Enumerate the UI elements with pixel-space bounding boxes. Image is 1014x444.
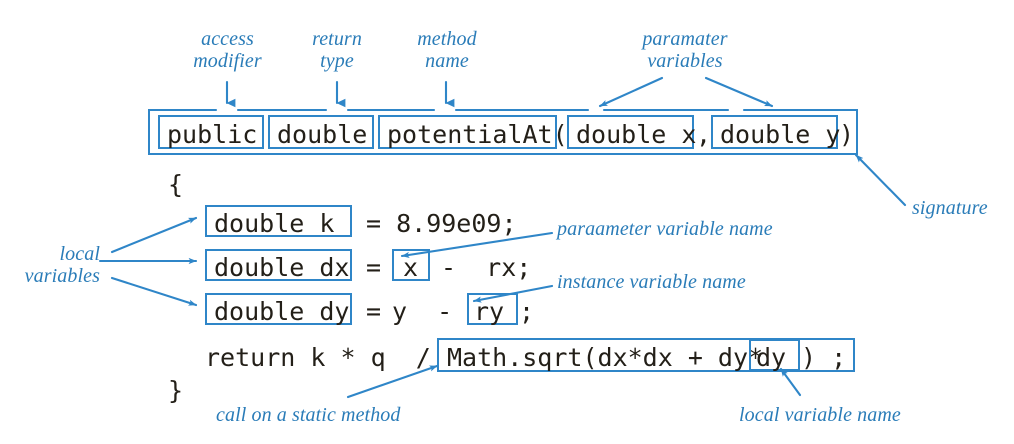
box-token-ry [467, 293, 518, 325]
box-decl-dx [205, 249, 352, 281]
box-access-modifier [158, 115, 264, 149]
box-token-dy [749, 339, 800, 371]
label-access-modifier: access modifier [193, 28, 262, 73]
label-parameter-variable-name: paraameter variable name [557, 218, 773, 240]
box-token-x [392, 249, 430, 281]
box-decl-dy [205, 293, 352, 325]
label-call-on-static-method: call on a static method [216, 404, 401, 426]
label-parameter-variables: paramater variables [642, 28, 728, 73]
box-param1 [567, 115, 694, 149]
code-decl-dx: double dx [214, 253, 350, 282]
code-token-x: x [403, 253, 419, 282]
code-return-prefix: return k * q / [205, 343, 431, 372]
code-line3-eq: = [366, 297, 382, 326]
box-param2 [711, 115, 838, 149]
code-line2-eq: = [366, 253, 382, 282]
label-method-name: method name [417, 28, 477, 73]
code-return-expr-b: ) ; [801, 343, 847, 372]
code-access-modifier: public [167, 120, 258, 149]
code-line3-rest: ; [519, 297, 535, 326]
code-param1: double x [576, 120, 697, 149]
code-return-expr-a: Math.sqrt(dx*dx + dy* [447, 343, 764, 372]
code-token-ry: ry [474, 297, 505, 326]
box-return-type [268, 115, 374, 149]
code-return-type: double [277, 120, 368, 149]
code-line1-rest: = 8.99e09; [366, 209, 517, 238]
box-decl-k [205, 205, 352, 237]
code-decl-k: double k [214, 209, 350, 238]
label-return-type: return type [312, 28, 362, 73]
code-open-brace: { [168, 170, 184, 199]
box-method-name [378, 115, 557, 149]
code-line3-mid: y - [392, 297, 453, 326]
signature-outer-box [148, 109, 858, 155]
label-signature: signature [912, 197, 988, 219]
code-token-dy: dy [756, 343, 787, 372]
code-line2-rest: - rx; [441, 253, 532, 282]
code-method-name: potentialAt( [387, 120, 568, 149]
label-instance-variable-name: instance variable name [557, 271, 746, 293]
code-close-brace: } [168, 376, 184, 405]
code-close-paren: ) [839, 120, 855, 149]
code-param2: double y [720, 120, 841, 149]
code-decl-dy: double dy [214, 297, 350, 326]
box-static-call [437, 338, 855, 372]
code-comma: , [696, 120, 712, 149]
label-local-variables: local variables [24, 243, 100, 288]
label-local-variable-name: local variable name [739, 404, 901, 426]
